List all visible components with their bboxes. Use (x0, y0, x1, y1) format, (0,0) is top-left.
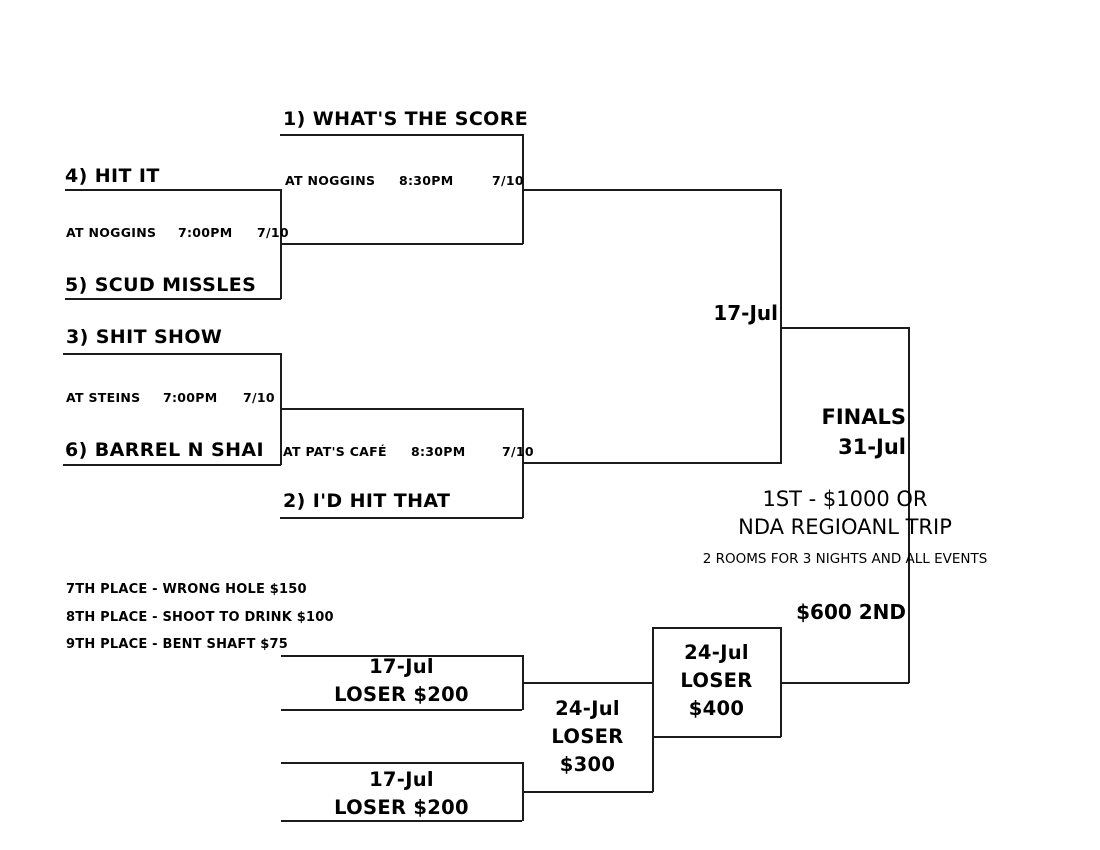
match2-venue: AT PAT'S CAFÉ (283, 444, 387, 459)
bracket-line-finals-vertical (908, 327, 910, 683)
seed36-venue: AT STEINS (66, 390, 141, 405)
bracket-line-match1-winner (522, 189, 780, 191)
loser-r3-date: 24-Jul (684, 641, 749, 664)
bracket-line-loserfinal-winner (780, 682, 909, 684)
team-1-whats-the-score: 1) WHAT'S THE SCORE (283, 108, 529, 130)
bracket-line-lb1b-top (281, 762, 522, 764)
match1-venue: AT NOGGINS (285, 173, 376, 188)
loser-r2-date: 24-Jul (555, 697, 620, 720)
place-8th: 8TH PLACE - SHOOT TO DRINK $100 (66, 610, 334, 625)
bracket-line-match2-top (280, 408, 523, 410)
bracket-line-lb2-top (522, 682, 653, 684)
bracket-line-seed6-underline (63, 464, 281, 466)
bracket-line-seed5-underline (65, 298, 281, 300)
match1-time: 8:30PM (399, 173, 454, 188)
loser-r1b-prize: LOSER $200 (334, 796, 469, 819)
match2-date: 7/10 (502, 444, 534, 459)
bracket-line-lb1b-bottom (281, 820, 522, 822)
team-4-hit-it: 4) HIT IT (65, 165, 160, 187)
match1-date: 7/10 (492, 173, 524, 188)
seed45-date: 7/10 (257, 225, 289, 240)
seed36-time: 7:00PM (163, 390, 218, 405)
bracket-line-semifinal-vertical (780, 189, 782, 464)
bracket-line-match2-bottom (280, 517, 523, 519)
bracket-line-lb3-right (780, 627, 782, 737)
finals-title: FINALS (821, 405, 907, 429)
bracket-line-lb3-bottom (652, 736, 781, 738)
loser-match-r3: 24-Jul LOSER $400 (652, 641, 781, 720)
first-prize-line1: 1ST - $1000 OR (762, 487, 928, 511)
second-prize: $600 2ND (796, 600, 906, 624)
loser-r1b-date: 17-Jul (369, 768, 434, 791)
team-2-id-hit-that: 2) I'D HIT THAT (283, 490, 451, 512)
first-prize-line2: NDA REGIOANL TRIP (738, 515, 952, 539)
first-prize-note: 2 ROOMS FOR 3 NIGHTS AND ALL EVENTS (702, 551, 988, 567)
bracket-line-match2-winner (522, 462, 780, 464)
loser-r1a-prize: LOSER $200 (334, 683, 469, 706)
team-5-scud-missles: 5) SCUD MISSLES (65, 274, 257, 296)
team-6-barrel-n-shai: 6) BARREL N SHAI (65, 441, 264, 460)
bracket-line-semifinal-winner (780, 327, 909, 329)
seed45-time: 7:00PM (178, 225, 233, 240)
bracket-line-lb2-right (652, 627, 654, 792)
loser-r3-prize: LOSER $400 (680, 669, 753, 720)
place-7th: 7TH PLACE - WRONG HOLE $150 (66, 582, 307, 597)
loser-r2-prize: LOSER $300 (551, 725, 624, 776)
bracket-line-lb2-bottom (522, 791, 653, 793)
seed45-venue: AT NOGGINS (66, 225, 157, 240)
bracket-line-lb1a-bottom (281, 709, 522, 711)
seed36-date: 7/10 (243, 390, 275, 405)
loser-r1a-date: 17-Jul (369, 655, 434, 678)
team-3-shit-show: 3) SHIT SHOW (66, 326, 223, 348)
bracket-line-lb1a-top (281, 655, 522, 657)
bracket-line-seed4-underline (65, 189, 281, 191)
place-9th: 9TH PLACE - BENT SHAFT $75 (66, 637, 289, 652)
loser-match-r2: 24-Jul LOSER $300 (522, 697, 653, 776)
loser-match-r1a: 17-Jul LOSER $200 (281, 653, 522, 709)
finals-date: 31-Jul (838, 435, 906, 459)
match2-time: 8:30PM (411, 444, 466, 459)
bracket-line-match1-top (280, 134, 523, 136)
loser-match-r1b: 17-Jul LOSER $200 (281, 766, 522, 822)
bracket-line-lb3-top (652, 627, 781, 629)
bracket-line-match1-bottom (280, 243, 523, 245)
bracket-line-seed3-underline (63, 353, 281, 355)
semifinal-date: 17-Jul (713, 301, 778, 325)
